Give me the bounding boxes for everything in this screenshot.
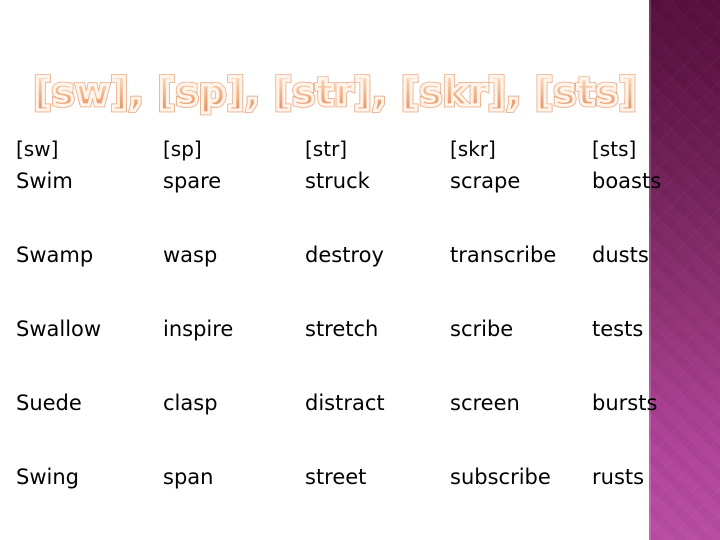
table-cell: Swamp	[16, 243, 94, 267]
page-title: [sw], [sp], [str], [skr], [sts]	[32, 69, 654, 116]
table-cell: subscribe	[450, 465, 551, 489]
table-cell: clasp	[163, 391, 218, 415]
table-cell: Swim	[16, 169, 73, 193]
table-cell: scribe	[450, 317, 514, 341]
table-cell: street	[305, 465, 367, 489]
title-container: [sw], [sp], [str], [skr], [sts] [sw], [s…	[32, 69, 654, 120]
page-title-outline: [sw], [sp], [str], [skr], [sts]	[32, 69, 639, 117]
table-cell: tests	[592, 317, 644, 341]
table-cell: boasts	[592, 169, 662, 193]
table-cell: inspire	[163, 317, 234, 341]
table-cell: scrape	[450, 169, 521, 193]
column-header-sp: [sp]	[163, 137, 202, 161]
table-row: Swim spare struck scrape boasts	[0, 168, 720, 204]
table-cell: bursts	[592, 391, 658, 415]
table-cell: struck	[305, 169, 370, 193]
table-row: Swallow inspire stretch scribe tests	[0, 316, 720, 352]
table-row: Swamp wasp destroy transcribe dusts	[0, 242, 720, 278]
column-header-skr: [skr]	[450, 137, 496, 161]
band-diamond-pattern	[649, 0, 720, 540]
column-header-sts: [sts]	[592, 137, 637, 161]
table-cell: span	[163, 465, 214, 489]
table-row: Swing span street subscribe rusts	[0, 464, 720, 500]
table-cell: screen	[450, 391, 520, 415]
table-cell: Swallow	[16, 317, 102, 341]
table-cell: distract	[305, 391, 385, 415]
table-cell: Suede	[16, 391, 82, 415]
table-cell: stretch	[305, 317, 379, 341]
table-cell: transcribe	[450, 243, 557, 267]
table-header-row: [sw] [sp] [str] [skr] [sts]	[0, 136, 720, 172]
band-left-edge-highlight	[649, 0, 651, 540]
table-row: Suede clasp distract screen bursts	[0, 390, 720, 426]
table-cell: dusts	[592, 243, 649, 267]
table-cell: wasp	[163, 243, 218, 267]
column-header-str: [str]	[305, 137, 348, 161]
table-cell: rusts	[592, 465, 645, 489]
table-cell: Swing	[16, 465, 79, 489]
column-header-sw: [sw]	[16, 137, 59, 161]
table-cell: destroy	[305, 243, 384, 267]
purple-gradient-band	[649, 0, 720, 540]
table-cell: spare	[163, 169, 222, 193]
